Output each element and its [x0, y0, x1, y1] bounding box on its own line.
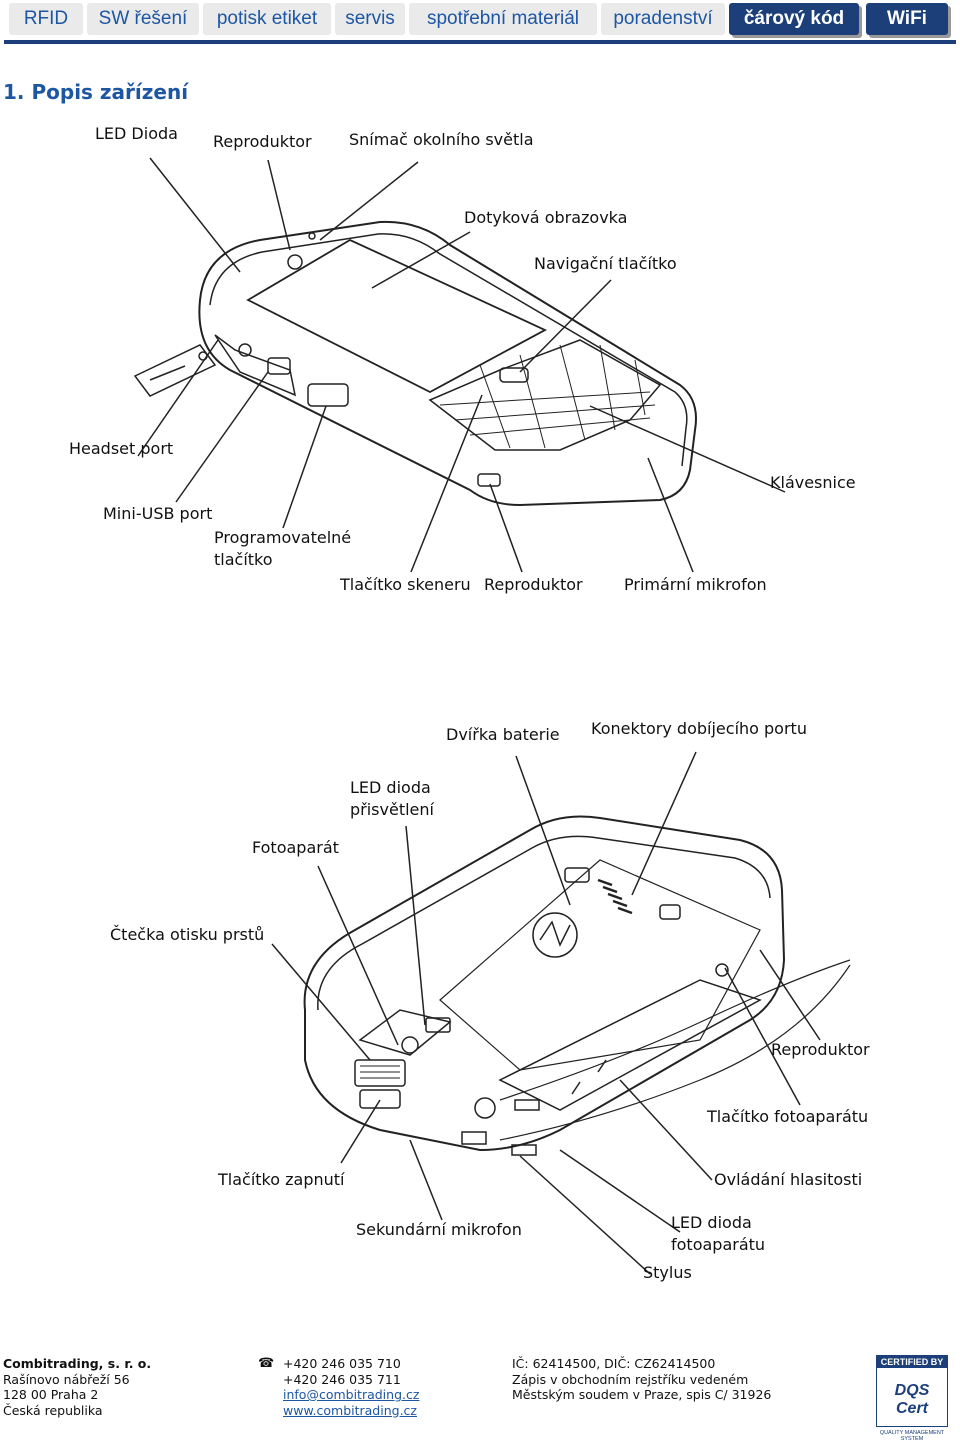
- label-programovatelne: Programovatelné: [214, 528, 352, 547]
- company-street: Rašínovo nábřeží 56: [3, 1371, 130, 1387]
- nav-underline: [4, 40, 956, 44]
- label-led-dioda-prisvetleni-2: přisvětlení: [350, 800, 434, 819]
- tab-poradenstvi[interactable]: poradenství: [601, 3, 725, 35]
- tab-carovy-kod[interactable]: čárový kód: [729, 3, 859, 35]
- label-tlacitko: tlačítko: [214, 550, 273, 569]
- tab-servis[interactable]: servis: [335, 3, 405, 35]
- footer-company: Combitrading, s. r. o. Rašínovo nábřeží …: [3, 1356, 151, 1418]
- website-link[interactable]: www.combitrading.cz: [283, 1402, 417, 1418]
- company-name: Combitrading, s. r. o.: [3, 1356, 152, 1371]
- registration-line-1: Zápis v obchodním rejstříku vedeném: [512, 1371, 749, 1387]
- tab-sw-reseni[interactable]: SW řešení: [87, 3, 199, 35]
- tab-rfid[interactable]: RFID: [9, 3, 83, 35]
- cert-bottom-text: QUALITY MANAGEMENT SYSTEM: [879, 1430, 945, 1442]
- label-led-dioda-fotoaparatu-2: fotoaparátu: [671, 1235, 766, 1254]
- tab-wifi[interactable]: WiFi: [866, 3, 948, 35]
- certification-logo: CERTIFIED BY DQS Cert QUALITY MANAGEMENT…: [876, 1355, 948, 1442]
- footer-registration: IČ: 62414500, DIČ: CZ62414500 Zápis v ob…: [512, 1356, 771, 1403]
- phone-2: +420 246 035 711: [283, 1371, 401, 1387]
- label-ovladani-hlasitosti: Ovládání hlasitosti: [714, 1170, 863, 1189]
- back-view-illustration: [271, 751, 851, 1275]
- email-link[interactable]: info@combitrading.cz: [283, 1387, 420, 1402]
- company-country: Česká republika: [3, 1402, 103, 1418]
- label-headset-port: Headset port: [69, 439, 174, 458]
- footer-contact: +420 246 035 710 +420 246 035 711 info@c…: [283, 1356, 419, 1418]
- cert-top-text: CERTIFIED BY: [877, 1356, 947, 1368]
- label-klavesnice: Klávesnice: [770, 473, 856, 492]
- label-primarni-mikrofon: Primární mikrofon: [624, 575, 767, 594]
- phone-1: +420 246 035 710: [283, 1356, 401, 1371]
- label-tlacitko-fotoaparatu: Tlačítko fotoaparátu: [707, 1107, 869, 1126]
- label-dotykova-obrazovka: Dotyková obrazovka: [464, 208, 628, 227]
- label-snimac-svetla: Snímač okolního světla: [349, 130, 534, 149]
- label-reproduktor-back: Reproduktor: [771, 1040, 870, 1059]
- cert-brand-text: DQS Cert: [894, 1382, 930, 1417]
- ico-dic: IČ: 62414500, DIČ: CZ62414500: [512, 1356, 716, 1371]
- registration-line-2: Městským soudem v Praze, spis C/ 31926: [512, 1387, 772, 1402]
- label-tlacitko-zapnuti: Tlačítko zapnutí: [218, 1170, 345, 1189]
- front-view-illustration: [133, 157, 786, 573]
- label-sekundarni-mikrofon: Sekundární mikrofon: [356, 1220, 522, 1239]
- label-konektory-dobijeciho-portu: Konektory dobíjecího portu: [591, 719, 807, 738]
- label-dvirka-baterie: Dvířka baterie: [446, 725, 560, 744]
- phone-icon: ☎: [258, 1356, 275, 1371]
- label-led-dioda-fotoaparatu-1: LED dioda: [671, 1213, 752, 1232]
- label-reproduktor-bottom: Reproduktor: [484, 575, 583, 594]
- top-navigation: RFID SW řešení potisk etiket servis spot…: [4, 0, 956, 44]
- footer: Combitrading, s. r. o. Rašínovo nábřeží …: [0, 1356, 960, 1426]
- label-tlacitko-skeneru: Tlačítko skeneru: [340, 575, 471, 594]
- section-title: 1. Popis zařízení: [3, 80, 189, 104]
- label-reproduktor-top: Reproduktor: [213, 132, 312, 151]
- tab-potisk-etiket[interactable]: potisk etiket: [203, 3, 331, 35]
- label-led-dioda-prisvetleni-1: LED dioda: [350, 778, 431, 797]
- label-stylus: Stylus: [643, 1263, 692, 1282]
- label-mini-usb-port: Mini-USB port: [103, 504, 213, 523]
- label-navigacni-tlacitko: Navigační tlačítko: [534, 254, 677, 273]
- company-city: 128 00 Praha 2: [3, 1387, 99, 1402]
- device-diagram: [133, 157, 851, 1275]
- label-led-dioda: LED Dioda: [95, 124, 178, 143]
- label-fotoaparat: Fotoaparát: [252, 838, 339, 857]
- label-ctecka-otisku-prstu: Čtečka otisku prstů: [110, 925, 265, 944]
- tab-spotrebni-material[interactable]: spotřební materiál: [409, 3, 597, 35]
